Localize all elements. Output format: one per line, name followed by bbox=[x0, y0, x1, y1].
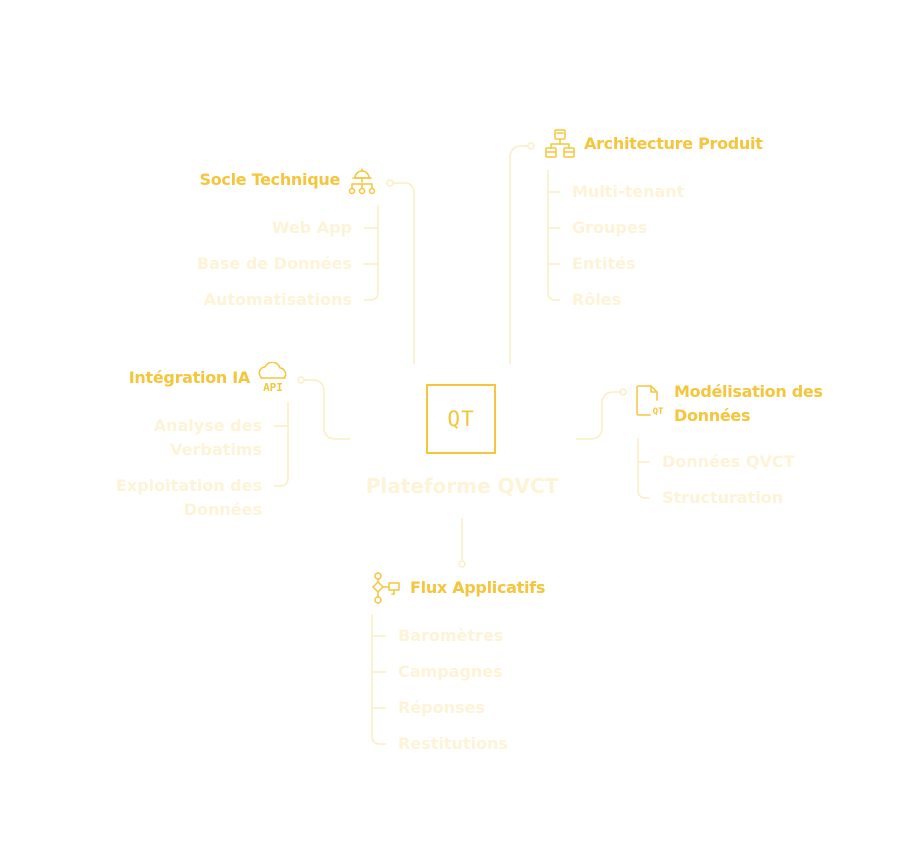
branch-title-modelisation-donnees: Modélisation des Données bbox=[674, 382, 823, 425]
list-item: Multi-tenant bbox=[572, 182, 685, 201]
list-item: Baromètres bbox=[398, 626, 504, 645]
connector-flux-list bbox=[371, 614, 386, 745]
center-logo: QT bbox=[426, 384, 496, 454]
svg-text:API: API bbox=[263, 381, 283, 394]
cloud-api-icon: API bbox=[256, 362, 290, 394]
svg-text:QT: QT bbox=[653, 407, 664, 417]
center-title: Plateforme QVCT bbox=[365, 474, 559, 498]
list-item: Base de Données bbox=[196, 254, 352, 273]
flowchart-icon bbox=[370, 572, 404, 604]
list-item: Réponses bbox=[398, 698, 485, 717]
list-item: Structuration bbox=[662, 488, 784, 507]
list-item: Campagnes bbox=[398, 662, 503, 681]
branch-title-integration-ia: Intégration IA bbox=[128, 368, 251, 387]
list-item: Web App bbox=[271, 218, 352, 237]
list-item: Analyse des Verbatims bbox=[153, 416, 262, 459]
branch-title-flux-applicatifs: Flux Applicatifs bbox=[410, 578, 546, 597]
list-item: Rôles bbox=[572, 290, 622, 309]
network-hardhat-icon bbox=[346, 166, 378, 196]
connector-integration-list bbox=[274, 402, 289, 487]
connector-architecture-trunk bbox=[509, 145, 528, 364]
branch-title-architecture-produit: Architecture Produit bbox=[584, 134, 763, 153]
hierarchy-icon bbox=[544, 128, 576, 160]
list-item: Entités bbox=[572, 254, 636, 273]
connector-socle-trunk bbox=[392, 182, 415, 364]
list-item: Restitutions bbox=[398, 734, 508, 753]
list-item: Exploitation des Données bbox=[115, 476, 262, 519]
branch-title-socle-technique: Socle Technique bbox=[199, 170, 341, 189]
document-qt-icon: QT bbox=[634, 384, 666, 418]
connector-architecture-node bbox=[527, 142, 535, 150]
connector-socle-node bbox=[386, 179, 394, 187]
list-item: Données QVCT bbox=[662, 452, 795, 471]
connector-flux-node bbox=[458, 560, 466, 568]
connector-architecture-list bbox=[547, 170, 560, 301]
connector-integration-node bbox=[297, 376, 305, 384]
connector-modelisation-node bbox=[619, 388, 627, 396]
connector-modelisation-trunk bbox=[576, 391, 620, 440]
connector-integration-trunk bbox=[304, 379, 350, 440]
connector-modelisation-list bbox=[637, 438, 650, 499]
list-item: Groupes bbox=[572, 218, 648, 237]
list-item: Automatisations bbox=[203, 290, 352, 309]
connector-socle-list bbox=[364, 205, 379, 301]
